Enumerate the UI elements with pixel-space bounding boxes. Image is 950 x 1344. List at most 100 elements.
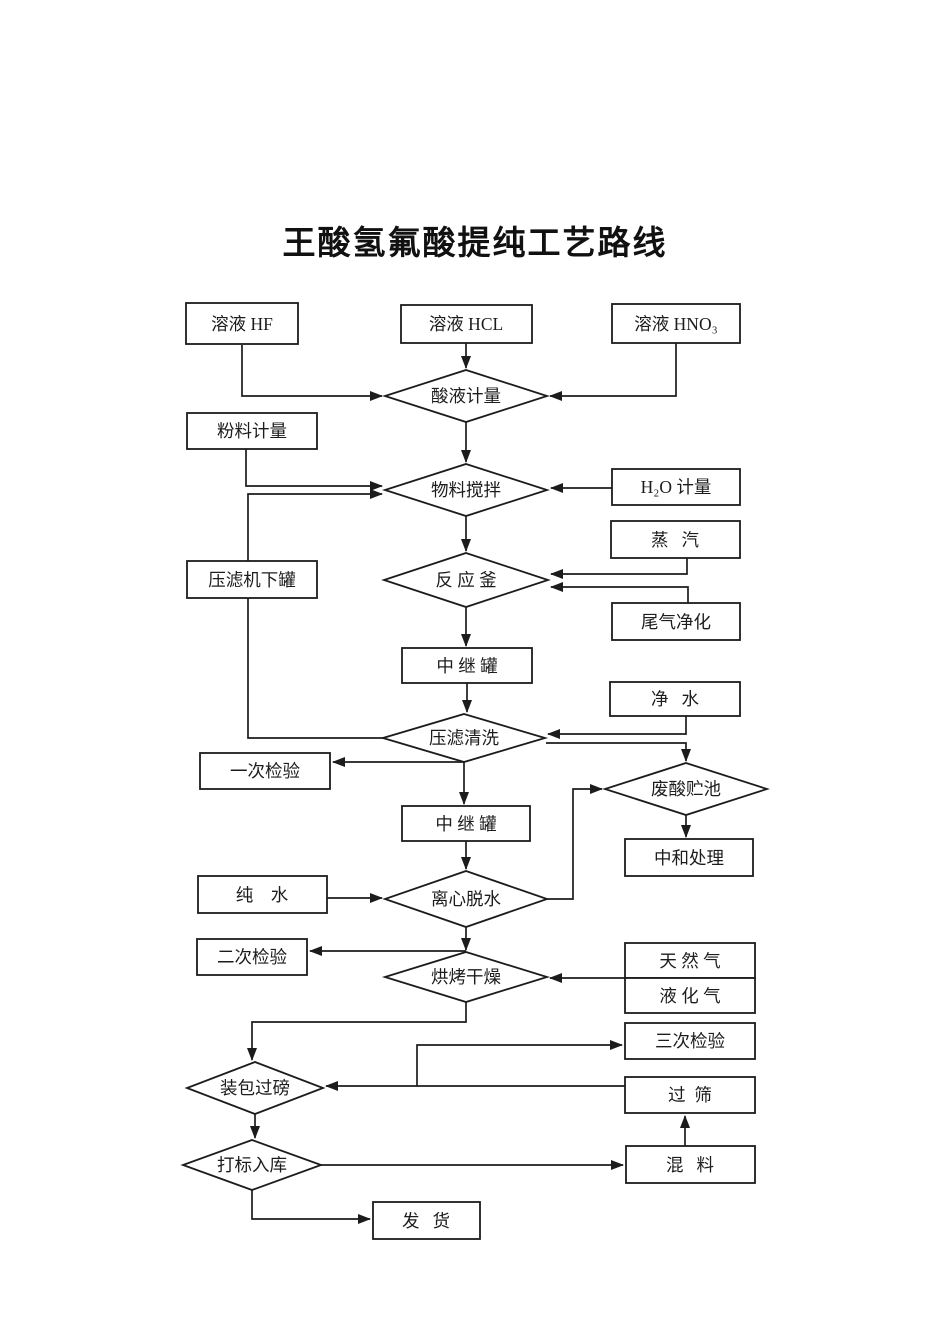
node-label: 过 筛: [668, 1085, 712, 1105]
edge-hno3-to-suanyejiliang: [549, 343, 677, 401]
edges-layer: [241, 343, 691, 1224]
edge-dabiaoruku-to-fahuo: [251, 1190, 371, 1224]
node-label: 尾气净化: [641, 612, 711, 632]
node-label: 液 化 气: [659, 986, 720, 1006]
node-zhonghe-chuli: 中和处理: [624, 838, 754, 877]
box-shape: [196, 938, 308, 976]
node-weiqi-jinghua: 尾气净化: [611, 602, 741, 641]
node-hongkao-ganzao: 烘烤干燥: [381, 951, 551, 1003]
node-label: 净 水: [651, 689, 700, 709]
node-label: 发 货: [402, 1211, 450, 1231]
diamond-shape: [180, 1139, 324, 1191]
box-shape: [624, 838, 754, 877]
box-shape: [197, 875, 328, 914]
box-shape: [185, 302, 299, 345]
node-h2o-jiliang: H₂O 计量: [611, 468, 741, 506]
node-hunliao: 混 料: [625, 1145, 756, 1184]
diamond-shape: [382, 870, 550, 928]
page-title: 王酸氢氟酸提纯工艺路线: [282, 226, 668, 262]
node-label: 中 继 罐: [436, 656, 497, 676]
node-label: 反 应 釜: [435, 570, 496, 590]
node-yalvji-xiaguan: 压滤机下罐: [186, 560, 318, 599]
node-label: 纯 水: [236, 885, 289, 905]
box-shape: [610, 520, 741, 559]
node-label: 粉料计量: [217, 421, 287, 441]
node-label: 离心脱水: [431, 889, 501, 909]
box-shape: [611, 602, 741, 641]
node-label: 酸液计量: [431, 386, 501, 406]
node-solution-hf: 溶液 HF: [185, 302, 299, 345]
node-zhongjiguan-2: 中 继 罐: [401, 805, 531, 842]
diamond-shape: [382, 463, 550, 517]
edge-lixintuoshui-to-feisuanzhuchi: [547, 784, 603, 900]
edge-yalvqingxi-to-yalvjixiaguan: [247, 598, 383, 739]
box-shape: [401, 805, 531, 842]
node-fenliao-jiliang: 粉料计量: [186, 412, 318, 450]
node-label: H₂O 计量: [641, 477, 712, 497]
node-chunshui: 纯 水: [197, 875, 328, 914]
node-yici-jianyan: 一次检验: [199, 752, 331, 790]
node-solution-hcl: 溶液 HCL: [400, 304, 533, 344]
box-shape: [401, 647, 533, 684]
node-label: 烘烤干燥: [431, 967, 501, 987]
box-shape: [611, 468, 741, 506]
edge-fenliao-to-wuliaojiaoban: [245, 449, 383, 491]
box-shape: [625, 1145, 756, 1184]
node-dabiao-ruku: 打标入库: [180, 1139, 324, 1191]
box-shape: [372, 1201, 481, 1240]
node-wuliao-jiaoban: 物料搅拌: [382, 463, 550, 517]
node-label: 装包过磅: [220, 1078, 290, 1098]
node-yehuaqi: 液 化 气: [624, 977, 756, 1014]
node-label: 一次检验: [230, 761, 300, 781]
node-label: 打标入库: [217, 1155, 287, 1175]
node-lixin-tuoshui: 离心脱水: [382, 870, 550, 928]
node-zhengqi: 蒸 汽: [610, 520, 741, 559]
edge-jingshui-to-yalvqingxi: [547, 716, 687, 739]
box-shape: [624, 1076, 756, 1114]
node-label: 压滤清洗: [429, 728, 499, 748]
node-tianranqi: 天 然 气: [624, 942, 756, 979]
node-suanye-jiliang: 酸液计量: [382, 369, 550, 423]
node-fahuo: 发 货: [372, 1201, 481, 1240]
node-zhongjiguan-1: 中 继 罐: [401, 647, 533, 684]
node-jingshui: 净 水: [609, 681, 741, 717]
diamond-shape: [184, 1061, 326, 1115]
box-shape: [186, 560, 318, 599]
box-shape: [609, 681, 741, 717]
node-label: 二次检验: [217, 947, 287, 967]
node-feisuan-zhuchi: 废酸贮池: [602, 762, 770, 816]
edge-guoshai-to-sancijianyan: [416, 1040, 623, 1086]
box-shape: [611, 303, 741, 344]
node-label: 中 继 罐: [435, 814, 496, 834]
box-shape: [400, 304, 533, 344]
diamond-shape: [381, 552, 551, 608]
diamond-shape: [602, 762, 770, 816]
node-label: 蒸 汽: [651, 530, 699, 550]
node-label: 压滤机下罐: [208, 570, 296, 590]
node-label: 溶液 HNO₃: [634, 314, 717, 334]
node-label: 物料搅拌: [431, 480, 501, 500]
edge-yalvqingxi-to-feisuanzhuchi: [546, 742, 691, 762]
node-label: 废酸贮池: [651, 779, 721, 799]
node-erci-jianyan: 二次检验: [196, 938, 308, 976]
edge-weiqi-to-fanyingfu: [550, 582, 689, 603]
box-shape: [199, 752, 331, 790]
node-sanci-jianyan: 三次检验: [624, 1022, 756, 1060]
node-fanyingfu: 反 应 釜: [381, 552, 551, 608]
node-label: 溶液 HCL: [429, 314, 503, 334]
node-zhuangbao-guobang: 装包过磅: [184, 1061, 326, 1115]
node-guoshai: 过 筛: [624, 1076, 756, 1114]
box-shape: [624, 1022, 756, 1060]
edge-hf-to-suanyejiliang: [241, 345, 383, 401]
edge-yalvjixiaguan-to-wuliaojiaoban: [247, 489, 383, 561]
edge-hongkaoganzao-to-zhuangbaoguobang: [247, 1002, 467, 1061]
node-label: 中和处理: [654, 848, 724, 868]
diamond-shape: [382, 369, 550, 423]
edge-zhengqi-to-fanyingfu: [550, 558, 688, 579]
nodes-layer: 溶液 HF 溶液 HCL 溶液 HNO₃ 粉料计量 H₂O 计量 蒸 汽: [180, 302, 770, 1240]
node-yalv-qingxi: 压滤清洗: [379, 713, 549, 763]
node-label: 混 料: [666, 1155, 714, 1175]
box-shape: [186, 412, 318, 450]
